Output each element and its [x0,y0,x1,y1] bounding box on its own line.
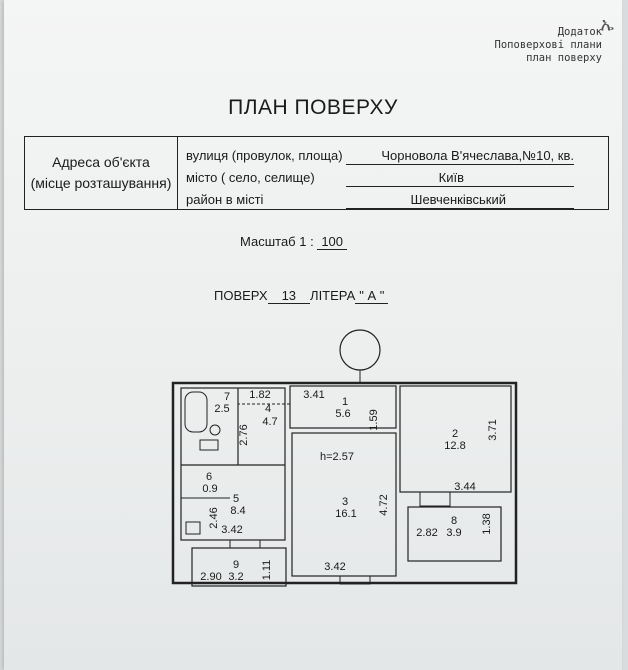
room-area: 0.9 [202,483,217,495]
room-area: 5.6 [335,408,350,420]
street-label: вулиця (провулок, площа) [186,148,343,163]
room-area: 3.9 [446,527,461,539]
district-value: Шевченківський [410,192,506,207]
dim-label: 2.46 [208,507,220,528]
room-number: 1 [342,396,348,408]
document-page: ኤ Додаток Поповерхові плани план поверху… [4,0,622,670]
floor-label: ПОВЕРХ [214,288,268,303]
scale-value: 100 [317,234,348,250]
dim-label: 3.71 [487,419,499,440]
room-number: 2 [452,428,458,440]
room-area: 3.2 [228,571,243,583]
dim-label: 4.72 [378,494,390,515]
room-number: 6 [206,471,212,483]
window [419,491,451,507]
outer-wall [171,381,518,585]
addendum-line-1: Додаток [557,26,602,38]
room-number: 7 [224,391,230,403]
addendum-line-3: план поверху [526,52,602,64]
bathtub-icon [184,391,208,433]
stair-circle [339,329,381,371]
street-value: Чорновола В'ячеслава,№10, кв. [381,148,574,163]
scale-line: Масштаб 1 : 100 [240,234,348,250]
room-labels: 7 2.5 1.82 4 4.7 3.41 1 5.6 1.59 2 12.8 … [200,389,499,583]
room-area: 12.8 [444,440,465,452]
dim-label: 1.59 [368,409,380,430]
address-table: Адреса об'єкта (місце розташування) вули… [24,136,609,210]
room-number: 9 [233,559,239,571]
sink-icon [209,424,221,436]
room-number: 5 [233,493,239,505]
dim-label: 2.76 [238,424,250,445]
dim-label: 1.82 [249,389,270,401]
floor-value: 13 [267,288,311,304]
street-row: вулиця (провулок, площа) Чорновола В'яче… [186,143,574,165]
address-label-line-1: Адреса об'єкта [52,154,150,170]
city-label: місто ( село, селище) [186,170,315,185]
room-area: 4.7 [262,416,277,428]
stove-icon [185,521,201,535]
scale-label: Масштаб 1 : [240,234,314,249]
dim-label: 3.44 [454,481,475,493]
city-row: місто ( село, селище) Київ [186,165,574,187]
window [229,539,261,549]
city-value: Київ [438,170,464,185]
dim-label: 2.82 [416,527,437,539]
dim-label: 2.90 [200,571,221,583]
district-label: район в місті [186,192,264,207]
address-label-line-2: (місце розташування) [30,175,172,191]
dim-label: 3.42 [221,524,242,536]
litera-value: " А " [355,288,389,304]
room-area: 8.4 [230,505,245,517]
room-area: 2.5 [214,403,229,415]
dim-label: 1.38 [481,513,493,534]
room-number: 8 [451,515,457,527]
address-label-cell: Адреса об'єкта (місце розташування) [25,137,178,209]
dim-label: 3.42 [324,561,345,573]
litera-label: ЛІТЕРА [310,288,356,303]
room-number: 3 [342,496,348,508]
address-values-cell: вулиця (провулок, площа) Чорновола В'яче… [178,137,608,209]
dim-label: 1.11 [261,560,273,581]
toilet-icon [199,439,219,451]
addendum-note: Додаток Поповерхові плани план поверху [495,26,602,65]
dim-label: 3.41 [303,389,324,401]
addendum-line-2: Поповерхові плани [494,39,602,51]
window [339,575,371,585]
page-title: ПЛАН ПОВЕРХУ [228,96,398,119]
district-row: район в місті Шевченківський [186,187,574,209]
room-number: 4 [265,403,271,415]
corner-mark-icon: ኤ [600,14,614,35]
room-area: 16.1 [335,508,356,520]
height-label: h=2.57 [320,451,354,463]
